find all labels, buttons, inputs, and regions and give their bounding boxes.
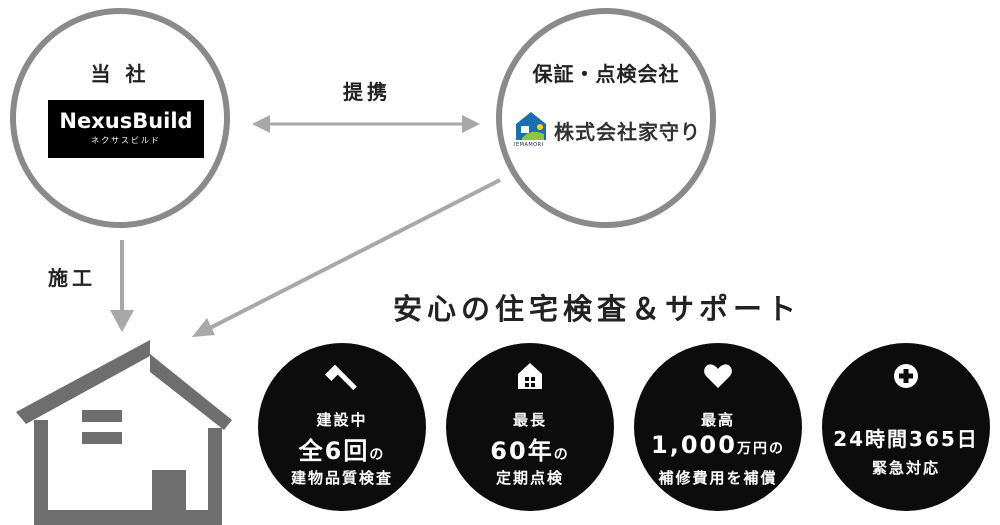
support-arrow [205, 178, 501, 332]
partnership-arrow-head-right [462, 115, 480, 133]
badge-emergency: 24時間365日 緊急対応 [822, 343, 990, 511]
logo-main-text: NexusBuild [59, 109, 193, 133]
logo-sub-text: ネクサスビルド [91, 136, 161, 145]
badge-line3: 緊急対応 [871, 459, 940, 477]
partner-circle: 保証・点検会社 IEMAMORI 株式会社家守り [496, 8, 716, 228]
construction-arrow-head [110, 310, 134, 332]
medical-cross-icon [894, 364, 918, 388]
partnership-arrow-head-left [252, 115, 270, 133]
iemamori-house-icon [516, 112, 546, 140]
support-arrow-head [192, 318, 215, 337]
iemamori-logo: IEMAMORI 株式会社家守り [514, 110, 704, 150]
partnership-label: 提携 [343, 80, 391, 104]
badge-repair-cost: 最高 1,000万円の 補修費用を補償 [634, 343, 802, 511]
badge-line1: 建設中 [316, 411, 368, 429]
house-icon [518, 363, 542, 389]
badge-line2: 1,000万円の [651, 431, 785, 459]
heart-icon [704, 364, 732, 388]
badge-line3: 補修費用を補償 [658, 469, 778, 487]
badge-line3: 建物品質検査 [290, 469, 393, 487]
badge-line2: 全6回の [298, 437, 386, 465]
badge-line1: 最長 [512, 411, 547, 429]
iemamori-logo-text: 株式会社家守り [554, 120, 701, 144]
iemamori-logo-sub: IEMAMORI [514, 142, 544, 148]
hammer-icon [325, 364, 357, 391]
badge-line2: 24時間365日 [833, 427, 979, 451]
nexusbuild-logo: NexusBuild ネクサスビルド [48, 100, 204, 158]
badge-line3: 定期点検 [495, 469, 564, 487]
badge-periodic-check: 最長 60年の 定期点検 [446, 343, 614, 511]
construction-label: 施工 [48, 266, 96, 290]
badge-line1: 最高 [700, 411, 735, 429]
badge-inspection: 建設中 全6回の 建物品質検査 [258, 343, 426, 511]
headline: 安心の住宅検査＆サポート [393, 292, 802, 326]
badge-line2: 60年の [490, 437, 570, 465]
company-circle: 当 社 NexusBuild ネクサスビルド [10, 8, 230, 228]
company-heading: 当 社 [90, 62, 150, 86]
house-illustration [16, 340, 232, 525]
partner-heading: 保証・点検会社 [532, 62, 680, 86]
